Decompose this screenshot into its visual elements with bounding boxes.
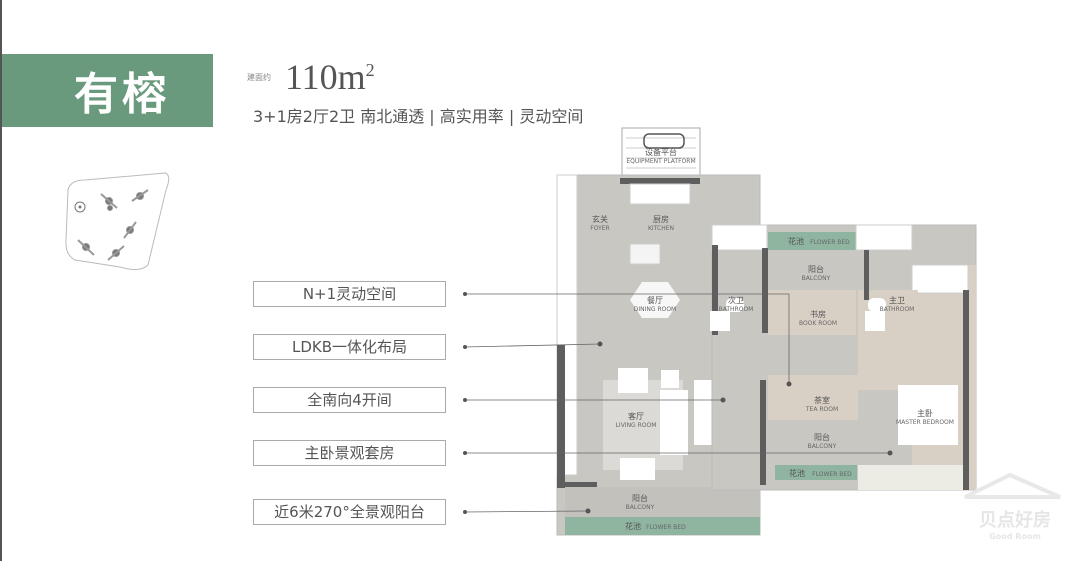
leader-dot	[786, 381, 792, 387]
leader-dot	[597, 341, 603, 347]
tv-cabinet-icon	[694, 380, 716, 445]
tearoom-floor	[768, 375, 858, 420]
label-tearoom-en: TEA ROOM	[805, 406, 838, 413]
title-band	[2, 54, 213, 127]
feature-south-facing: 全南向4开间	[253, 387, 446, 413]
label-balcony-main-en: BALCONY	[626, 504, 655, 511]
ac-unit-icon	[643, 133, 685, 149]
flower-bed-main	[565, 517, 760, 535]
feature-master-suite: 主卧景观套房	[253, 440, 446, 466]
kitchen-counter	[629, 183, 691, 205]
sink-icon	[629, 243, 661, 265]
unit-subtitle: 3+1房2厅2卫 南北通透 | 高实用率 | 灵动空间	[253, 107, 584, 126]
label-balcony-main: 阳台	[632, 493, 648, 503]
area-number: 110m	[285, 57, 366, 97]
leader-dot	[585, 508, 591, 514]
label-flowerbed-main-en: FLOWER BED	[646, 524, 686, 531]
leader-dot	[463, 345, 467, 349]
label-balcony-s-en: BALCONY	[808, 443, 837, 450]
label-balcony-s: 阳台	[814, 432, 830, 442]
toilet-icon	[726, 298, 744, 312]
leader-dot	[463, 398, 467, 402]
label-tearoom: 茶室	[814, 395, 830, 405]
feature-ldkb-layout: LDKB一体化布局	[253, 334, 446, 360]
flower-bed-south	[775, 465, 857, 480]
leader-line-1	[465, 293, 790, 384]
label-living-en: LIVING ROOM	[616, 422, 657, 429]
flower-bed-north	[768, 232, 856, 250]
leader-line-2	[464, 343, 601, 348]
label-flowerbed-main: 花池	[625, 521, 641, 531]
site-map-icon	[65, 172, 170, 271]
watermark-en: Good Room	[989, 532, 1041, 541]
feature-flexible-space: N+1灵动空间	[253, 281, 446, 307]
label-foyer: 玄关	[592, 214, 608, 224]
equipment-platform	[621, 127, 701, 179]
sofa-icon	[660, 390, 688, 455]
feature-panoramic-balcony: 近6米270°全景观阳台	[253, 499, 446, 525]
label-flowerbed-s: 花池	[789, 468, 805, 478]
watermark-cn: 贝点好房	[979, 510, 1051, 531]
label-dining: 餐厅	[647, 296, 663, 305]
label-kitchen-en: KITCHEN	[648, 225, 674, 232]
label-equipment-en: EQUIPMENT PLATFORM	[626, 158, 695, 165]
watermark-house-icon	[964, 472, 1061, 499]
label-bookroom-en: BOOK ROOM	[799, 320, 837, 327]
leader-dot	[463, 510, 467, 514]
label-master-bed: 主卧	[917, 408, 933, 418]
area-value: 110m2	[285, 56, 375, 98]
watermark: 贝点好房 Good Room	[960, 480, 1070, 541]
label-master-bath-en: BATHROOM	[880, 306, 915, 313]
area-prefix: 建面约	[247, 73, 271, 82]
leader-line-5	[464, 510, 589, 513]
label-flowerbed-n: 花池	[788, 236, 804, 246]
left-border	[0, 0, 2, 561]
label-master-bath: 主卫	[889, 295, 905, 305]
label-balcony-n: 阳台	[808, 264, 824, 274]
label-bookroom: 书房	[810, 309, 826, 319]
label-bathroom2-en: BATHROOM	[719, 306, 754, 313]
leader-dot	[720, 397, 726, 403]
leader-dot	[887, 450, 893, 456]
unit-title: 有榕	[74, 69, 170, 120]
label-flowerbed-n-en: FLOWER BED	[810, 239, 850, 246]
label-foyer-en: FOYER	[590, 225, 609, 232]
area-superscript: 2	[365, 60, 375, 80]
label-bathroom2: 次卫	[728, 295, 744, 305]
label-equipment: 设备平台	[645, 147, 677, 157]
label-balcony-n-en: BALCONY	[802, 275, 831, 282]
label-living: 客厅	[628, 411, 644, 421]
dining-table-icon	[630, 282, 680, 318]
leader-dot	[463, 451, 467, 455]
label-master-bed-en: MASTER BEDROOM	[896, 419, 954, 426]
label-kitchen: 厨房	[653, 214, 669, 224]
label-dining-en: DINING ROOM	[634, 306, 676, 313]
bookroom-floor	[768, 290, 856, 335]
label-flowerbed-s-en: FLOWER BED	[812, 471, 852, 478]
bed-icon	[898, 385, 958, 445]
toilet-icon	[868, 298, 886, 312]
leader-dot	[463, 292, 467, 296]
